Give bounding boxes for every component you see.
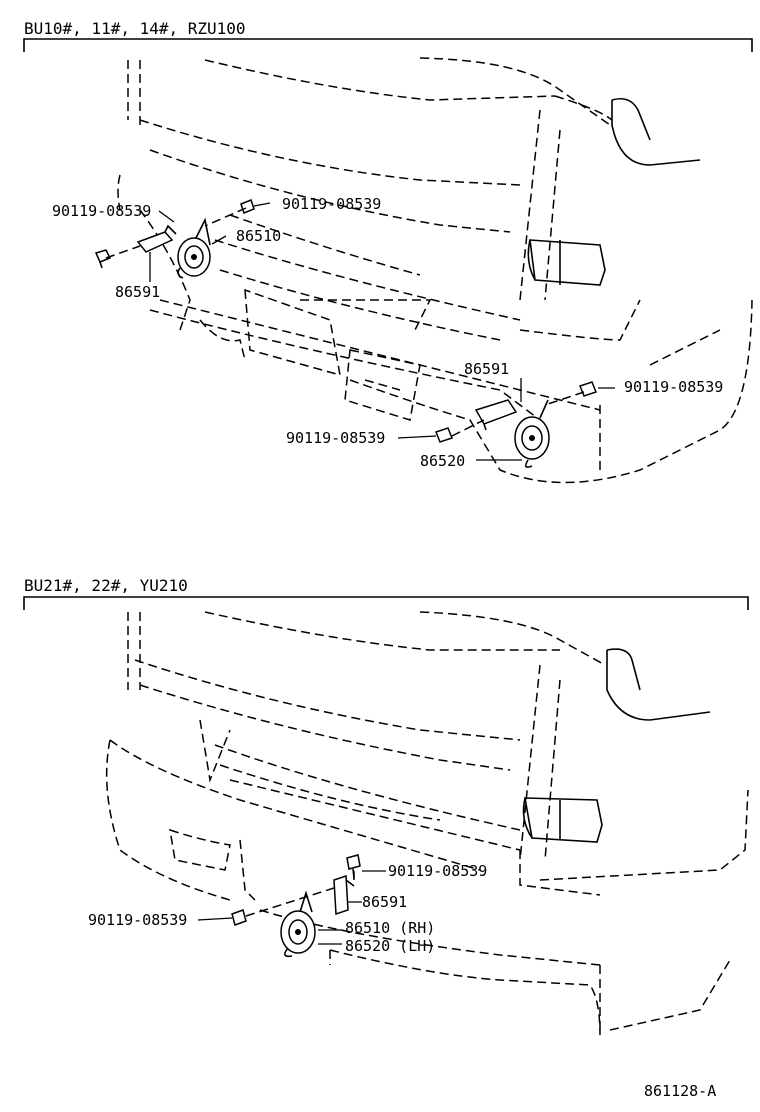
callout-90119-08539: 90119-08539 [286,429,385,447]
callout-90119-08539: 90119-08539 [282,195,381,213]
section-2: BU21#, 22#, YU210 [23,576,749,1036]
callout-90119-08539: 90119-08539 [624,378,723,396]
bolt-right-upper [579,381,597,397]
callout-86520: 86520 [420,452,465,470]
bracket-86591-right [474,399,518,431]
horn-assembly-right [514,399,550,468]
bracket-86591-left [136,224,177,253]
callout-90119-08539: 90119-08539 [88,911,187,929]
callout-86591: 86591 [464,360,509,378]
horn-assembly-left [177,217,211,279]
callout-90119-08539: 90119-08539 [52,202,151,220]
horn-assembly [280,890,316,958]
section-1: BU10#, 11#, 14#, RZU100 [23,19,753,484]
leader-lines-2 [197,870,386,945]
bolt-lower [231,909,247,926]
section-2-title: BU21#, 22#, YU210 [24,576,188,595]
leader-lines-1 [149,202,615,461]
callout-86591: 86591 [362,893,407,911]
assembly-line-1 [105,207,585,437]
section-1-frame [23,38,753,52]
assembly-line-2 [245,870,355,917]
vehicle-rear-outline-2 [105,611,749,1036]
vehicle-rear-outline-1 [117,57,753,484]
callout-90119-08539: 90119-08539 [388,862,487,880]
bolt-left-upper [240,199,255,214]
section-2-frame [23,596,749,610]
bracket-86591 [333,874,355,916]
bolt-upper [346,854,361,879]
callout-86510: 86510 [236,227,281,245]
callout-86510-rh: 86510 (RH) [345,919,435,937]
bolt-right-lower [435,427,453,443]
callout-86520-lh: 86520 (LH) [345,937,435,955]
diagram-id: 861128-A [644,1082,716,1100]
section-1-title: BU10#, 11#, 14#, RZU100 [24,19,246,38]
callout-86591: 86591 [115,283,160,301]
bolt-left-lower [94,249,112,269]
